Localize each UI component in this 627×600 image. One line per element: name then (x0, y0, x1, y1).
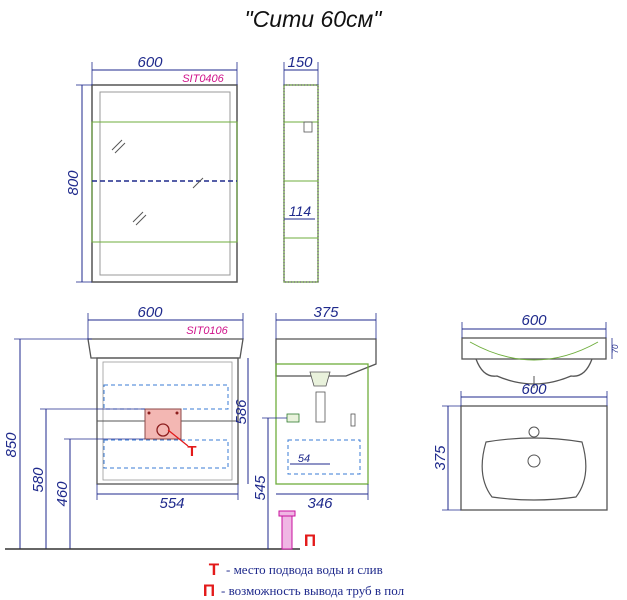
t-marker: T (187, 443, 196, 460)
vanity-side: 54 375 346 545 П (252, 304, 377, 550)
t-marker-leader (167, 429, 189, 447)
side-drawer (287, 439, 361, 475)
sink-thickness-label: 70 (611, 344, 620, 353)
vanity-code-label: SIT0106 (186, 325, 228, 337)
side-handle (350, 413, 356, 427)
connector-dot (147, 411, 151, 415)
vanity-front: T 600 SIT0106 554 586 850 580 460 (3, 304, 300, 550)
floor-pipe-cap (278, 510, 296, 517)
faucet-hole (528, 426, 540, 438)
vanity-side-body (275, 363, 369, 485)
mirror-cabinet-side: 150 114 (283, 54, 319, 283)
vanity-inner-height-label: 586 (233, 399, 250, 425)
vanity-drawer-upper (103, 384, 229, 410)
mirror-reflection-4 (132, 211, 144, 223)
mirror-side-outline (283, 84, 319, 283)
sink-top-view: 600 375 (432, 381, 608, 511)
legend: T - место подвода воды и слив П - возмож… (203, 560, 405, 600)
sink-bowl-curve (469, 341, 599, 361)
vanity-sink-top (87, 338, 244, 359)
legend-t-symbol: T (209, 560, 220, 579)
mirror-height-label: 800 (65, 170, 82, 196)
legend-t-text: - место подвода воды и слив (226, 562, 383, 577)
vanity-height-460-label: 460 (54, 481, 71, 507)
drawing-title: "Сити 60см" (245, 6, 384, 32)
plumbing-cutout (144, 408, 182, 440)
vanity-total-height-label: 850 (3, 432, 20, 458)
vanity-inner-width-label: 554 (159, 495, 184, 512)
vanity-depth-label: 375 (313, 304, 339, 321)
drain-circle (156, 423, 170, 437)
legend-p-symbol: П (203, 581, 215, 600)
mirror-code-label: SIT0406 (182, 73, 224, 85)
legend-p-text: - возможность вывода труб в пол (221, 583, 405, 598)
mirror-inner-frame (99, 91, 231, 276)
siphon-body (315, 391, 326, 423)
vanity-inner-depth-label: 346 (307, 495, 333, 512)
vanity-height-580-label: 580 (30, 467, 47, 493)
sink-front-top (461, 337, 607, 360)
siphon-top (309, 371, 331, 387)
sink-front: 600 70 (461, 312, 620, 388)
mirror-inner-depth-label: 114 (289, 203, 312, 219)
mirror-cabinet-front: 600 SIT0406 800 (65, 54, 238, 283)
side-connector (286, 413, 300, 423)
vanity-drawer-offset-label: 54 (298, 453, 310, 465)
drain-hole (527, 454, 541, 468)
sink-top-outline (460, 405, 608, 511)
vanity-width-label: 600 (137, 304, 163, 321)
mirror-side-green (283, 84, 319, 283)
sink-basin (481, 437, 587, 501)
sink-depth-label: 375 (432, 445, 449, 471)
mirror-reflection-1 (111, 139, 123, 151)
vanity-drawer-lower (103, 439, 229, 469)
connector-dot (175, 411, 179, 415)
sink-top-width-label: 600 (521, 381, 547, 398)
mirror-width-label: 600 (137, 54, 163, 71)
p-marker: П (304, 531, 316, 550)
floor-pipe (281, 514, 293, 550)
vanity-side-top (275, 338, 377, 377)
mirror-depth-label: 150 (287, 54, 313, 71)
mirror-reflection-3 (192, 177, 204, 189)
mirror-reflection-2 (114, 142, 126, 154)
vanity-pipe-height-label: 545 (252, 475, 269, 501)
mirror-glass-panel (91, 121, 238, 243)
mirror-outer-frame (91, 84, 238, 283)
sink-front-width-label: 600 (521, 312, 547, 329)
mirror-reflection-5 (135, 214, 147, 226)
side-hinge (303, 121, 313, 133)
